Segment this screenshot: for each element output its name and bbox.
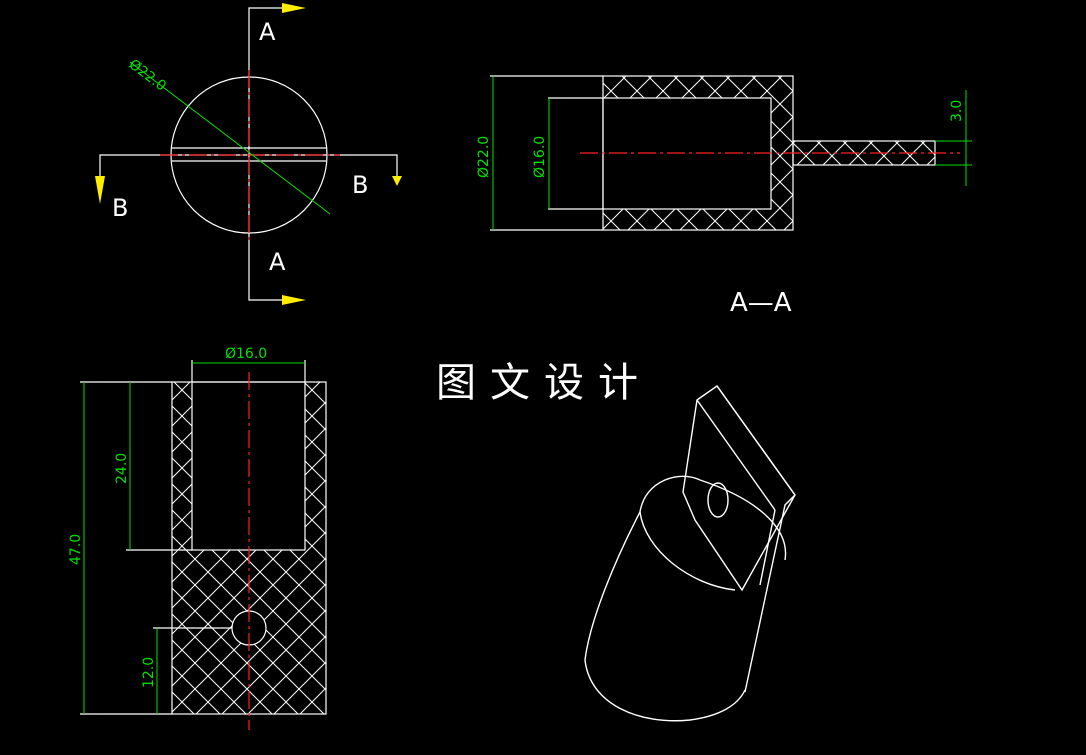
arrow-a-top — [282, 3, 306, 13]
arrow-b-left — [95, 176, 105, 204]
dim-section-inner-dia: Ø16.0 — [532, 136, 548, 178]
iso-tab-hole — [707, 482, 729, 518]
arrow-a-bottom — [282, 295, 306, 305]
section-line-a — [248, 7, 282, 301]
iso-cylinder-top-ellipse — [639, 475, 701, 513]
iso-cylinder-bottom — [584, 659, 746, 722]
section-dimension-lines — [492, 76, 972, 230]
arrow-b-right — [392, 176, 402, 186]
isometric-view — [584, 385, 796, 722]
dim-top-dia: Ø22.0 — [126, 56, 169, 94]
front-view: Ø16.0 24.0 47.0 12.0 — [68, 346, 327, 730]
dim-front-total-height: 47.0 — [68, 534, 84, 565]
section-bore-cavity — [603, 98, 771, 209]
label-a-bottom: A — [269, 248, 286, 276]
dim-section-tab-thickness: 3.0 — [949, 100, 965, 122]
dim-section-outer-dia: Ø22.0 — [476, 136, 492, 178]
iso-tab-edge — [744, 494, 796, 693]
dim-front-hole-height: 12.0 — [141, 657, 157, 688]
top-view — [99, 7, 398, 301]
top-view-centerlines — [160, 70, 340, 240]
top-view-dia-dimension-line — [129, 61, 331, 215]
section-view: Ø22.0 Ø16.0 3.0 A—A — [476, 75, 972, 318]
dim-front-bore-dia: Ø16.0 — [225, 346, 267, 362]
section-title: A—A — [730, 288, 792, 318]
label-b-right: B — [352, 171, 368, 199]
watermark-text: 图文设计 — [436, 360, 652, 406]
label-a-top: A — [259, 18, 276, 46]
dim-front-bore-depth: 24.0 — [114, 453, 130, 484]
iso-cylinder-left-edge — [584, 511, 641, 661]
section-arrows — [95, 3, 402, 305]
label-b-left: B — [112, 194, 128, 222]
front-dimension-lines — [83, 362, 305, 714]
